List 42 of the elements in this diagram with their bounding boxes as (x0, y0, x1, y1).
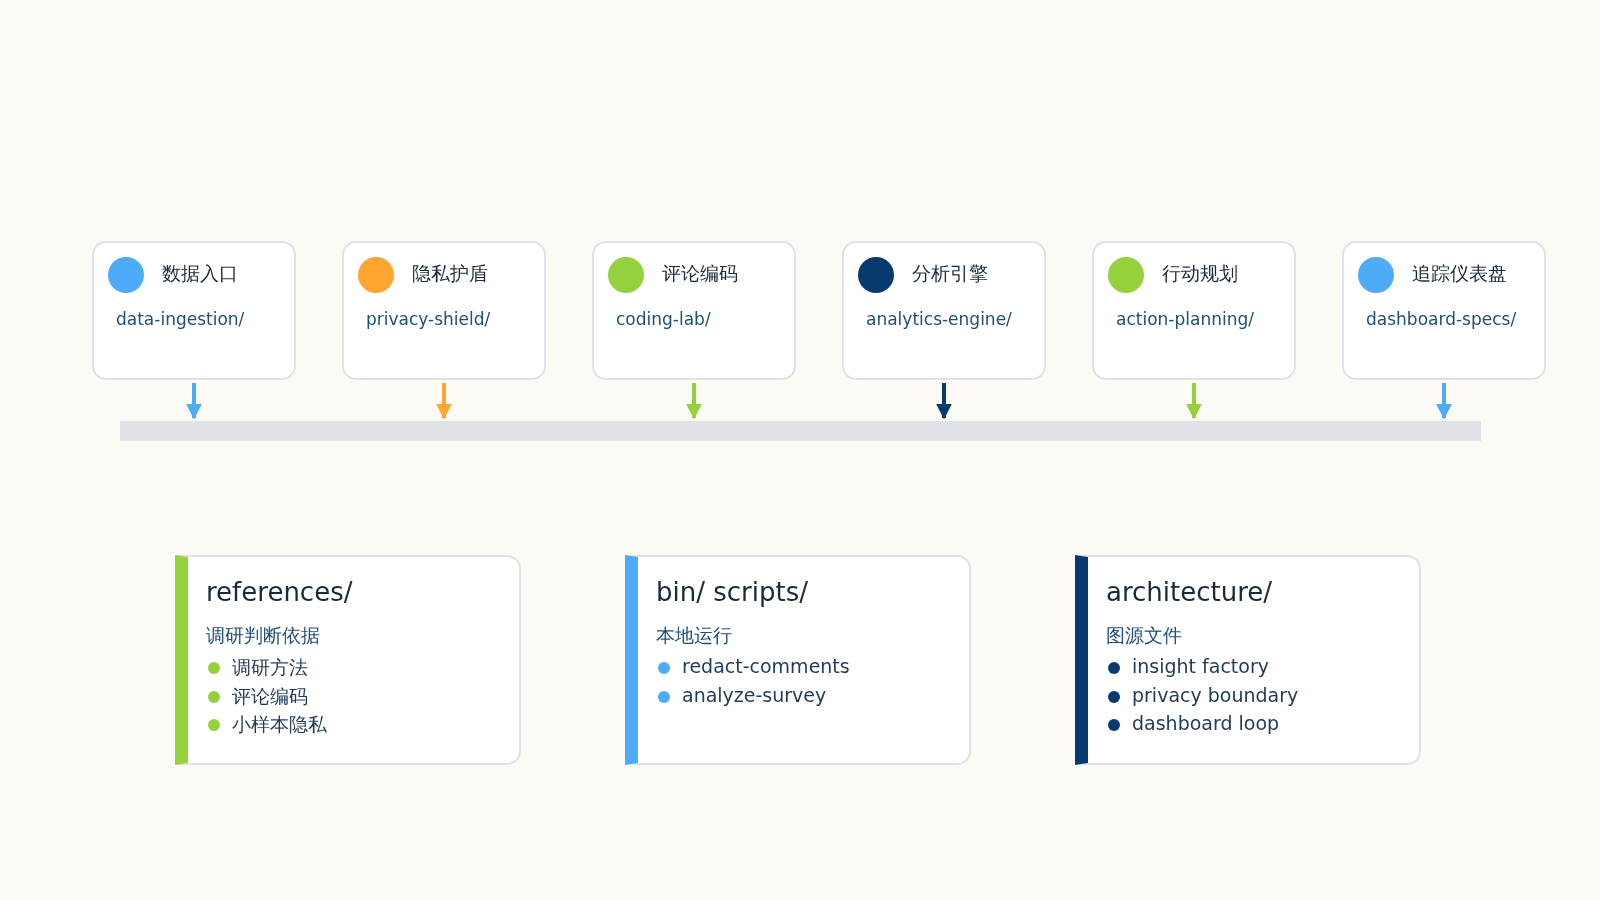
arrow (186, 383, 202, 420)
folder-heading: architecture/ (1106, 577, 1273, 607)
folder-subheading: 调研判断依据 (206, 623, 320, 648)
folder-path: coding-lab/ (616, 309, 711, 329)
module-card (342, 241, 546, 380)
arrow (686, 383, 702, 420)
folder-path: analytics-engine/ (866, 309, 1012, 329)
folder-heading: references/ (206, 577, 353, 607)
list-item: redact-comments (682, 655, 850, 677)
list-item: insight factory (1132, 655, 1269, 677)
folder-path: dashboard-specs/ (1366, 309, 1517, 329)
arrow (436, 383, 452, 420)
folder-card (625, 555, 971, 765)
module-card (592, 241, 796, 380)
folder-path: privacy-shield/ (366, 309, 491, 329)
module-card (1342, 241, 1546, 380)
timeline-bar (120, 421, 1481, 441)
list-item: 评论编码 (232, 683, 308, 709)
module-title: 行动规划 (1162, 261, 1238, 286)
arrow (1186, 383, 1202, 420)
folder-path: action-planning/ (1116, 309, 1254, 329)
list-item: 调研方法 (232, 655, 308, 680)
list-item: analyze-survey (682, 683, 827, 706)
module-card (842, 241, 1046, 380)
arrow (936, 383, 952, 420)
folder-card (175, 555, 521, 765)
folder-path: data-ingestion/ (116, 309, 245, 329)
module-card (92, 241, 296, 380)
list-item: dashboard loop (1132, 712, 1280, 734)
module-card (1092, 241, 1296, 380)
list-item: 小样本隐私 (232, 712, 327, 737)
arrow (1436, 383, 1452, 420)
folder-subheading: 图源文件 (1106, 623, 1182, 648)
module-title: 数据入口 (162, 261, 238, 286)
module-title: 隐私护盾 (412, 261, 488, 286)
module-title: 分析引擎 (912, 261, 988, 286)
folder-subheading: 本地运行 (656, 623, 732, 648)
folder-heading: bin/ scripts/ (656, 577, 808, 607)
module-title: 追踪仪表盘 (1412, 261, 1507, 286)
list-item: privacy boundary (1132, 683, 1299, 706)
folder-card (1075, 555, 1421, 765)
module-title: 评论编码 (662, 261, 738, 286)
